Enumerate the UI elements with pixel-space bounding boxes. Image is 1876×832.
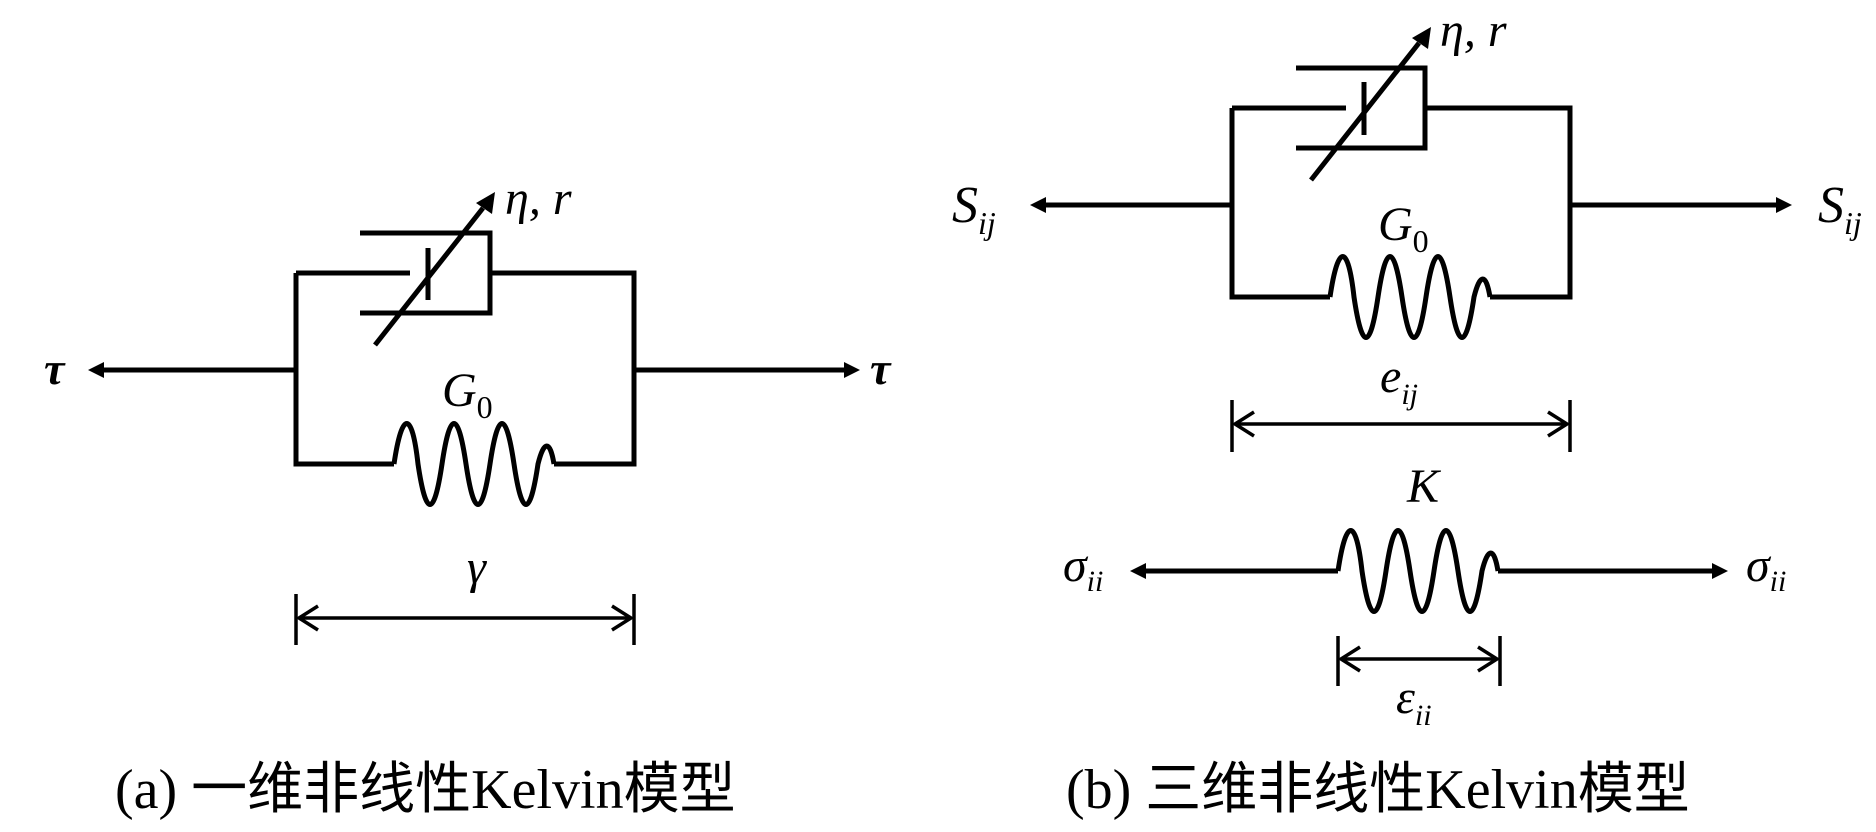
panel-b-volumetric-left-load-label: σii [1063,539,1103,598]
panel-b-deviatoric-element: Sij Sij η, r G0 eij [952,4,1862,452]
panel-a-right-load-label: τ [870,343,892,394]
panel-b-left-load-line [1030,197,1232,213]
panel-b-volumetric-element: K σii σii εii [1063,460,1786,732]
panel-b-spring-label: G0 [1378,198,1429,259]
panel-b-right-load-line [1570,197,1792,213]
panel-b-volumetric-right-load-line [1498,563,1728,579]
panel-a-right-load-line [634,362,860,378]
panel-b-right-load-label: Sij [1818,177,1862,241]
panel-b-caption: (b) 三维非线性Kelvin模型 [1066,759,1690,821]
panel-a-dashpot-params-label: η, r [505,172,572,225]
panel-b-deviatoric-strain-label: eij [1380,350,1418,411]
panel-b-three-dimensional-kelvin: Sij Sij η, r G0 eij [952,4,1862,821]
panel-b-parallel-frame [1229,105,1573,300]
panel-a-left-load-line [88,362,296,378]
panel-b-volumetric-strain-dimension [1336,636,1502,686]
panel-b-volumetric-strain-label: εii [1396,671,1432,732]
panel-a-caption: (a) 一维非线性Kelvin模型 [115,759,736,821]
panel-b-bulk-spring-label: K [1406,460,1442,513]
panel-b-deviatoric-strain-dimension [1230,400,1572,452]
panel-a-parallel-frame [293,270,637,467]
panel-a-nonlinear-dashpot [360,192,495,347]
panel-a-spring-g0 [391,421,557,507]
panel-b-volumetric-right-load-label: σii [1746,539,1786,598]
panel-b-dashpot-params-label: η, r [1440,4,1507,57]
panel-a-strain-label: γ [467,541,487,594]
panel-b-volumetric-left-load-line [1130,563,1338,579]
panel-b-spring-k [1335,528,1501,614]
panel-a-left-load-label: τ [44,343,66,394]
panel-b-spring-g0 [1327,254,1493,340]
panel-b-left-load-label: Sij [952,177,996,241]
panel-b-nonlinear-dashpot [1296,27,1431,182]
panel-a-one-dimensional-kelvin: τ τ η, r G0 γ (a) 一维非线性Kelvin模型 [44,172,892,821]
panel-a-strain-dimension [294,594,636,645]
panel-a-spring-label: G0 [442,364,493,425]
